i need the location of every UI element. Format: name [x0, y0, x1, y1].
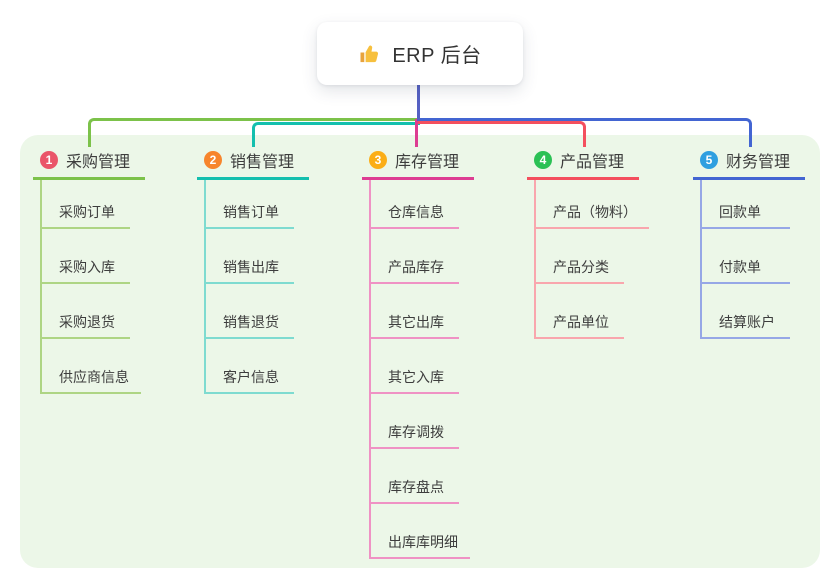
branch-node[interactable]: 4 产品管理	[527, 146, 639, 180]
branch-index-badge: 1	[40, 151, 58, 169]
child-node[interactable]: 出库库明细	[371, 504, 470, 559]
branch-children: 回款单付款单结算账户	[700, 180, 790, 339]
child-node[interactable]: 其它入库	[371, 339, 459, 394]
child-node[interactable]: 库存盘点	[371, 449, 459, 504]
branch-label: 库存管理	[395, 154, 460, 171]
branches-panel	[20, 135, 820, 568]
child-node[interactable]: 产品（物料）	[536, 180, 649, 229]
child-node[interactable]: 产品库存	[371, 229, 459, 284]
child-node[interactable]: 付款单	[702, 229, 790, 284]
branch-node[interactable]: 5 财务管理	[693, 146, 805, 180]
branch-column: 5 财务管理 回款单付款单结算账户	[693, 146, 805, 339]
branch-children: 仓库信息产品库存其它出库其它入库库存调拨库存盘点出库库明细	[369, 180, 470, 559]
branch-label: 产品管理	[560, 154, 625, 171]
child-node[interactable]: 销售退货	[206, 284, 294, 339]
child-node[interactable]: 采购订单	[42, 180, 130, 229]
child-node[interactable]: 仓库信息	[371, 180, 459, 229]
branch-node[interactable]: 3 库存管理	[362, 146, 474, 180]
child-node[interactable]: 库存调拨	[371, 394, 459, 449]
child-node[interactable]: 回款单	[702, 180, 790, 229]
child-node[interactable]: 产品分类	[536, 229, 624, 284]
branch-index-badge: 2	[204, 151, 222, 169]
child-node[interactable]: 产品单位	[536, 284, 624, 339]
branch-column: 3 库存管理 仓库信息产品库存其它出库其它入库库存调拨库存盘点出库库明细	[362, 146, 474, 559]
branch-index-badge: 3	[369, 151, 387, 169]
child-node[interactable]: 销售出库	[206, 229, 294, 284]
branch-node[interactable]: 1 采购管理	[33, 146, 145, 180]
child-node[interactable]: 采购入库	[42, 229, 130, 284]
branch-index-badge: 4	[534, 151, 552, 169]
branch-children: 采购订单采购入库采购退货供应商信息	[40, 180, 141, 394]
branch-label: 采购管理	[66, 154, 131, 171]
branch-label: 财务管理	[726, 154, 791, 171]
child-node[interactable]: 采购退货	[42, 284, 130, 339]
thumbs-up-icon	[358, 42, 382, 66]
child-node[interactable]: 销售订单	[206, 180, 294, 229]
branch-children: 产品（物料）产品分类产品单位	[534, 180, 649, 339]
branch-children: 销售订单销售出库销售退货客户信息	[204, 180, 294, 394]
branch-node[interactable]: 2 销售管理	[197, 146, 309, 180]
child-node[interactable]: 供应商信息	[42, 339, 141, 394]
root-label: ERP 后台	[392, 45, 482, 67]
branch-column: 1 采购管理 采购订单采购入库采购退货供应商信息	[33, 146, 145, 394]
child-node[interactable]: 结算账户	[702, 284, 790, 339]
child-node[interactable]: 客户信息	[206, 339, 294, 394]
branch-index-badge: 5	[700, 151, 718, 169]
branch-column: 2 销售管理 销售订单销售出库销售退货客户信息	[197, 146, 309, 394]
root-node[interactable]: ERP 后台	[317, 22, 523, 85]
branch-label: 销售管理	[230, 154, 295, 171]
child-node[interactable]: 其它出库	[371, 284, 459, 339]
branch-column: 4 产品管理 产品（物料）产品分类产品单位	[527, 146, 649, 339]
